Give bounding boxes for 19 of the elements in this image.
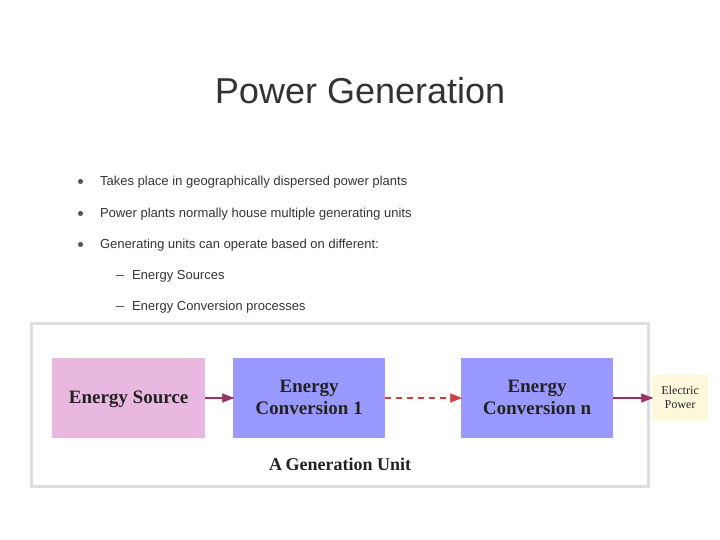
output-label-box	[652, 375, 708, 421]
process-box	[461, 358, 613, 438]
box-label: Energy Conversion n	[482, 376, 592, 420]
arrow	[613, 393, 654, 403]
box-label: Electric Power	[660, 384, 700, 412]
arrow	[385, 393, 462, 403]
arrow	[205, 393, 234, 403]
bullet-text: Generating units can operate based on different:	[100, 236, 379, 251]
box-label: Energy Source	[68, 387, 188, 409]
bullet-text: Power plants normally house multiple generating units	[100, 205, 412, 220]
box-label: Energy Conversion 1	[254, 376, 364, 420]
process-box	[233, 358, 385, 438]
group-container	[30, 322, 650, 488]
process-box	[52, 358, 205, 438]
sub-bullet-text: Energy Sources	[132, 267, 224, 282]
sub-bullet-text: Energy Conversion processes	[132, 298, 306, 313]
slide-title: Power Generation	[214, 70, 506, 112]
group-label: A Generation Unit	[269, 454, 411, 475]
bullet-text: Takes place in geographically dispersed power plants	[100, 173, 408, 188]
